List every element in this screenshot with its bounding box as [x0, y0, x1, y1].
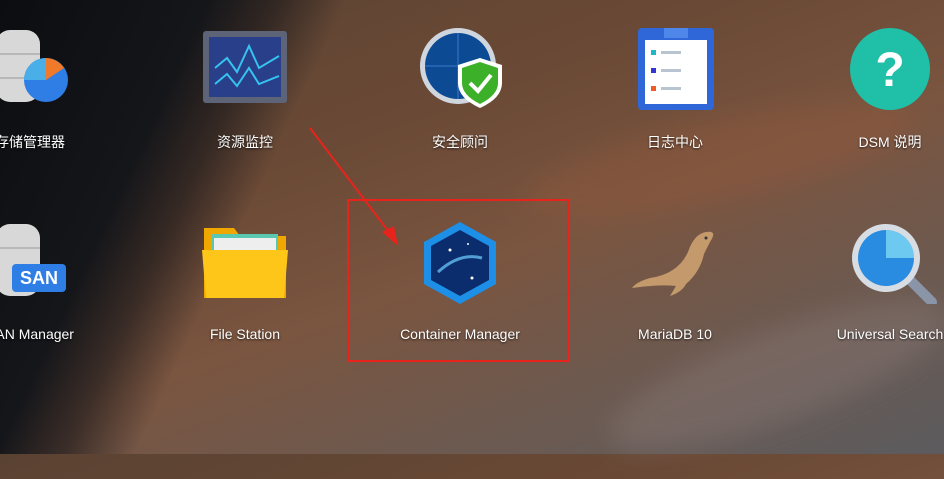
app-label: Container Manager	[400, 326, 520, 342]
app-label: MariaDB 10	[638, 326, 712, 342]
app-container-manager[interactable]: Container Manager	[360, 222, 560, 342]
mariadb-seal-icon	[632, 222, 714, 300]
app-mariadb[interactable]: MariaDB 10	[575, 222, 775, 342]
app-label: 日志中心	[647, 134, 703, 150]
magnifier-icon	[852, 222, 937, 307]
container-manager-icon	[424, 222, 496, 304]
app-san-manager[interactable]: SAN SAN Manager	[0, 222, 130, 342]
highlight-box	[347, 199, 569, 362]
annotation-arrow	[309, 127, 398, 246]
app-label: 资源监控	[217, 134, 273, 150]
help-icon: ?	[850, 28, 930, 110]
app-log-center[interactable]: 日志中心	[575, 28, 775, 152]
svg-text:?: ?	[875, 44, 904, 97]
svg-text:SAN: SAN	[20, 268, 58, 288]
san-manager-icon: SAN	[0, 222, 66, 300]
resource-monitor-icon	[203, 28, 287, 106]
app-label: 存储管理器	[0, 134, 65, 150]
app-label: SAN Manager	[0, 326, 74, 342]
app-dsm-help[interactable]: ? DSM 说明	[790, 28, 944, 152]
app-resource-monitor[interactable]: 资源监控	[145, 28, 345, 152]
app-storage-manager[interactable]: 存储管理器	[0, 28, 130, 152]
app-label: File Station	[209, 326, 281, 342]
app-universal-search[interactable]: Universal Search	[790, 222, 944, 342]
app-label: Universal Search	[836, 326, 944, 342]
app-security-advisor[interactable]: 安全顾问	[360, 28, 560, 152]
app-label: DSM 说明	[858, 134, 922, 150]
storage-manager-icon	[0, 28, 68, 106]
log-center-icon	[638, 28, 714, 110]
app-label: 安全顾问	[432, 134, 488, 150]
security-advisor-icon	[420, 28, 502, 108]
app-file-station[interactable]: File Station	[145, 222, 345, 342]
folder-icon	[202, 222, 288, 300]
